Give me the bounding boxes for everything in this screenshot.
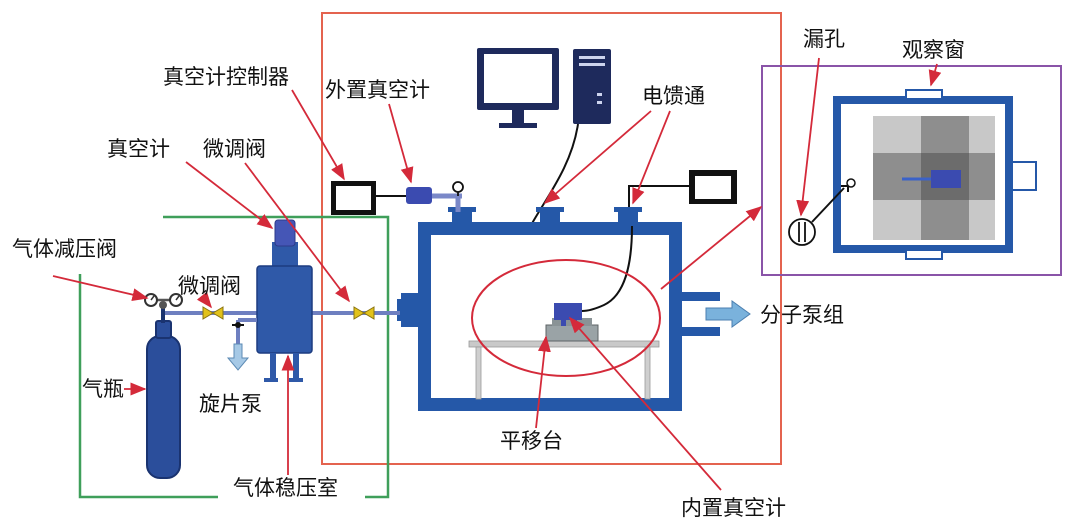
- annotation-arrows: [52, 57, 942, 491]
- gas-cylinder-icon: [146, 306, 181, 479]
- pc-tower-icon: [573, 49, 611, 124]
- label-leak-hole: 漏孔: [803, 27, 845, 51]
- label-internal-gauge: 内置真空计: [681, 496, 786, 520]
- gauge-controller-box: [331, 181, 376, 215]
- label-observation-window: 观察窗: [902, 38, 965, 62]
- highlight-ellipse: [471, 259, 661, 377]
- label-gauge-controller: 真空计控制器: [163, 65, 289, 89]
- label-stabilizing-chamber: 气体稳压室: [233, 476, 338, 500]
- label-fine-valve-side: 微调阀: [178, 274, 241, 298]
- top-ports: [448, 207, 642, 224]
- vacuum-chamber: [418, 222, 682, 411]
- arrow-right-icon: [705, 300, 751, 328]
- feedthrough-controller-box: [689, 170, 737, 204]
- label-translation-stage: 平移台: [500, 429, 563, 453]
- stabilizing-chamber-device: [256, 219, 313, 382]
- top-view-frame: [761, 65, 1062, 276]
- label-vacuum-gauge: 真空计: [107, 137, 170, 161]
- rotary-pump-connection: [232, 318, 257, 345]
- label-external-gauge: 外置真空计: [325, 78, 430, 102]
- label-gas-cylinder: 气瓶: [82, 377, 124, 401]
- label-pressure-reducer: 气体减压阀: [12, 237, 117, 261]
- leak-hole-marker: [788, 218, 816, 246]
- label-fine-valve-top: 微调阀: [203, 137, 266, 161]
- top-view-gauge: [902, 170, 961, 188]
- gas-supply-frame: [78, 274, 218, 499]
- monitor-icon: [477, 48, 559, 128]
- side-flange: [397, 293, 420, 327]
- label-rotary-pump: 旋片泵: [199, 392, 262, 416]
- external-gauge-device: [406, 181, 464, 212]
- valve-icon: [202, 306, 375, 320]
- arrow-down-icon: [226, 343, 250, 371]
- label-cable-feedthrough: 电馈通: [642, 84, 705, 108]
- label-molecular-pump: 分子泵组: [760, 303, 844, 327]
- control-frame: [321, 12, 782, 465]
- top-view-stage-grid: [873, 116, 995, 240]
- leak-valve: [811, 178, 856, 223]
- stage-cable: [581, 225, 633, 312]
- pressure-gauge-icon: [144, 293, 183, 309]
